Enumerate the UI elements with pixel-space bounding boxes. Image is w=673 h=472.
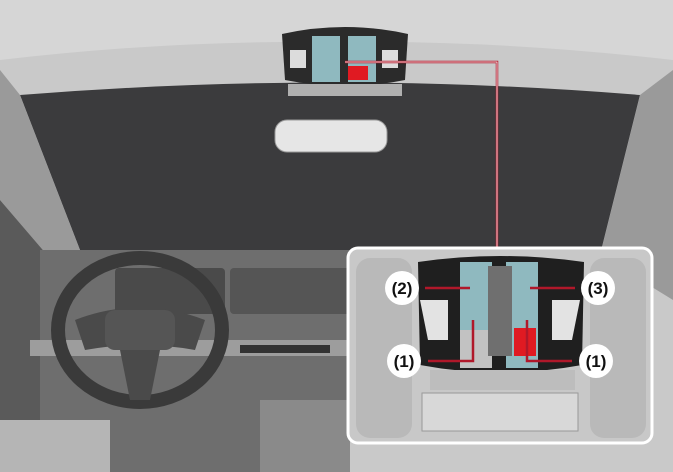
rear-view-mirror	[274, 119, 388, 153]
callout-2: (2)	[385, 271, 419, 305]
center-console	[260, 400, 350, 472]
sunglass-holder	[421, 392, 579, 432]
callout-1-right: (1)	[579, 344, 613, 378]
callout-1-left: (1)	[387, 344, 421, 378]
air-vents	[240, 345, 330, 353]
a-pillar-left	[0, 70, 80, 270]
windshield	[20, 82, 640, 255]
steering-wheel	[51, 251, 229, 409]
map-lamp-right	[552, 300, 580, 340]
seat-left	[0, 420, 110, 472]
callout-leaders	[425, 286, 575, 363]
map-lamp-left	[420, 300, 448, 340]
a-pillar-right	[600, 70, 673, 300]
callout-1-left-label: (1)	[394, 352, 415, 371]
callout-2-label: (2)	[392, 279, 413, 298]
infotainment-display	[230, 268, 350, 314]
callout-3: (3)	[581, 271, 615, 305]
overhead-console	[282, 27, 408, 96]
callout-3-label: (3)	[588, 279, 609, 298]
highlighted-button	[514, 328, 536, 356]
callout-1-right-label: (1)	[586, 352, 607, 371]
